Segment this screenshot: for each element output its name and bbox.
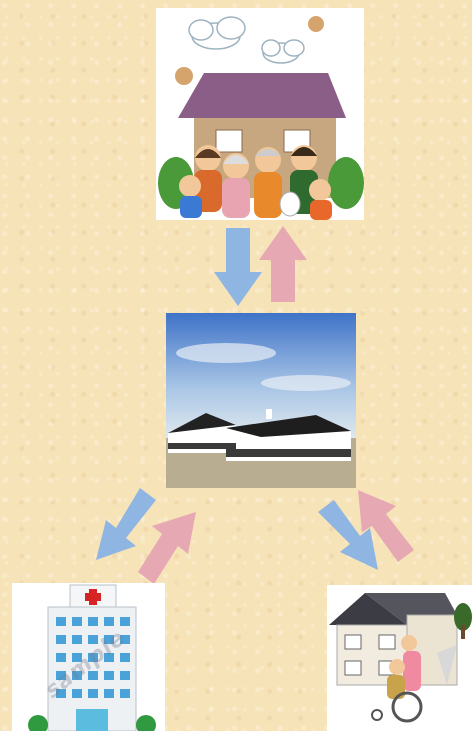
family-home-image: [156, 8, 364, 220]
family-home-icon: [156, 8, 364, 220]
facility-photo: [166, 313, 356, 488]
arrow-up-from-hospital: [136, 508, 200, 586]
arrow-up-from-care-home: [354, 488, 418, 564]
arrow-up-to-home: [258, 226, 308, 304]
arrow-down-to-facility: [212, 228, 264, 308]
rehabilitation-facility-icon: [166, 313, 356, 488]
care-home-icon: [327, 585, 472, 731]
care-home-image: [327, 585, 472, 731]
